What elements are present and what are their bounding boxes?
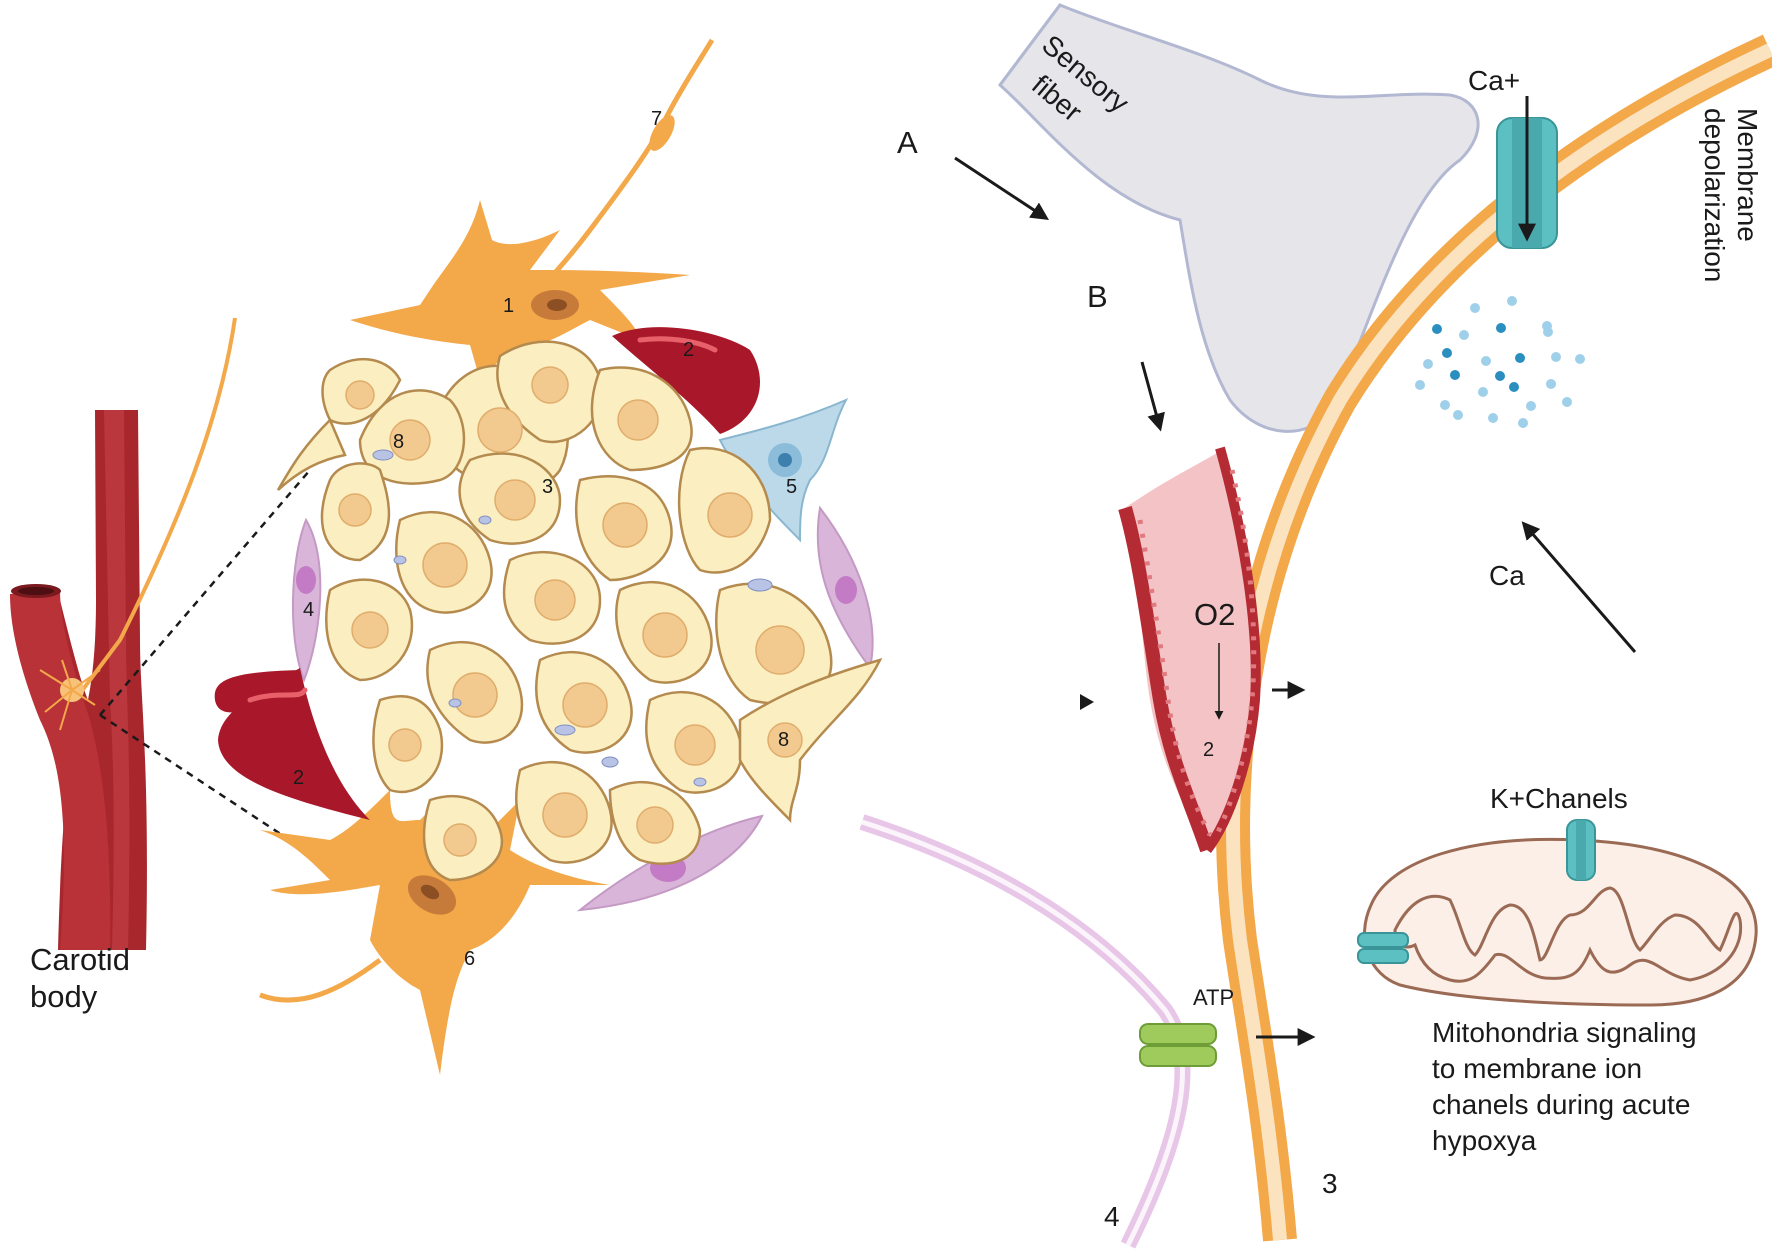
ca-label: Ca [1489,560,1525,591]
blood-vessel [1118,446,1261,854]
cell-number-8-right: 8 [778,729,789,751]
neuron-6 [260,790,610,1075]
membrane-depolarization-2: depolarization [1699,108,1730,282]
cell-number-1: 1 [503,295,514,317]
mito-caption-3: chanels during acute [1432,1089,1690,1120]
ca-plus-label: Ca+ [1468,65,1520,96]
mito-caption-4: hypoxya [1432,1125,1537,1156]
cell-number-6: 6 [464,948,475,970]
membrane-depolarization-1: Membrane [1732,108,1763,242]
cell-number-3: 3 [542,476,553,498]
carotid-body-cluster [214,38,883,1075]
neuron-1 [350,200,690,380]
cell-number-2-top: 2 [683,339,694,361]
zoom-line-top [99,469,311,716]
cell-8-right [738,658,883,824]
letter-a: A [897,125,918,160]
cell-number-5: 5 [786,476,797,498]
sensory-fiber [997,3,1480,433]
cell-number-2-left: 2 [293,767,304,789]
k-channel-top [1566,819,1596,881]
glomus-nuclei [338,366,805,857]
pericyte-4 [291,517,322,683]
mitochondrion [1363,837,1758,1007]
o2-label: O2 [1194,597,1235,632]
carotid-artery [10,410,147,950]
mito-caption-2: to membrane ion [1432,1053,1642,1084]
calcium-ions [1415,296,1585,428]
cell-number-4: 4 [303,599,314,621]
ca-arrow [1521,521,1637,653]
pink-fiber [859,814,1191,1249]
carotid-nerve [39,317,237,731]
cell-number-7: 7 [651,108,662,130]
cell-number-8-left: 8 [393,431,404,453]
atp-label: ATP [1193,985,1234,1010]
carotid-label-1: Carotid [30,942,130,977]
membrane-number-3: 3 [1322,1168,1338,1199]
organelles [372,449,773,787]
letter-b: B [1087,279,1108,314]
k-channels-label: K+Chanels [1490,783,1628,814]
cell-membrane [1216,34,1772,1242]
fiber-number-4: 4 [1104,1201,1120,1232]
arrow-b [1140,361,1165,432]
mito-caption-1: Mitohondria signaling [1432,1017,1697,1048]
atp-channel [1139,1023,1217,1067]
arrow-a [954,156,1050,220]
carotid-label-2: body [30,979,98,1014]
rbc-2-top [612,327,760,434]
o2-number: 2 [1203,739,1214,761]
k-channel-left [1357,932,1409,964]
